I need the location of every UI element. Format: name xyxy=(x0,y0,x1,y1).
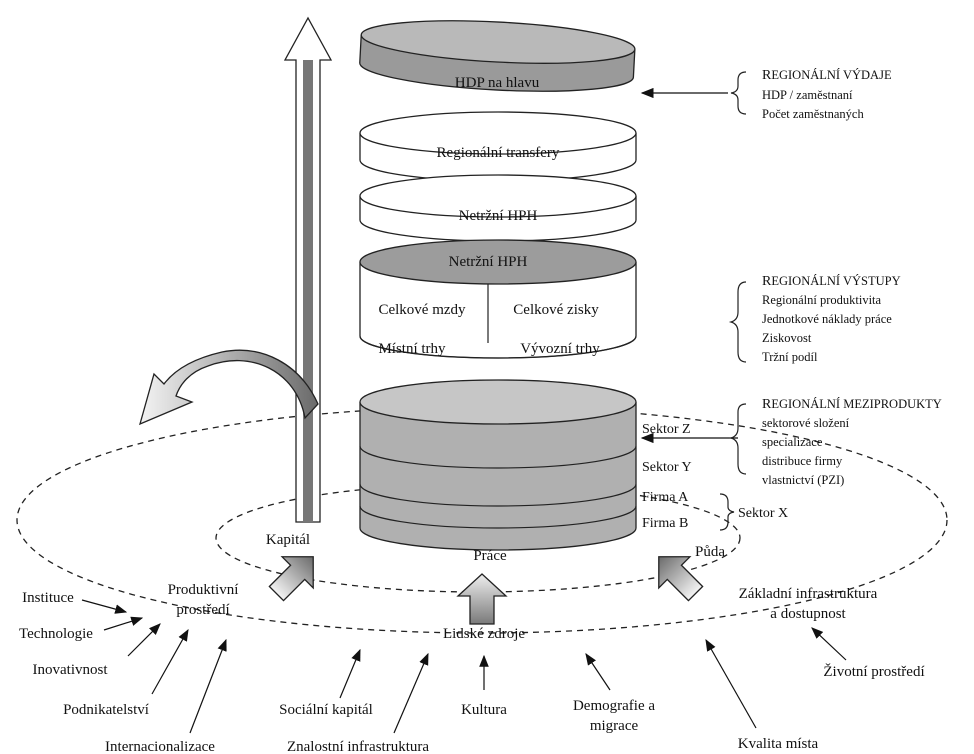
drum-vyvozni-trhy: Vývozní trhy xyxy=(520,341,600,357)
meziprodukty-item: distribuce firmy xyxy=(762,454,843,468)
produktivni-prostredi-label: Produktivní xyxy=(168,582,239,598)
znalostni-infrastruktura-label: Znalostní infrastruktura xyxy=(287,739,429,754)
sector-z-label: Sektor Z xyxy=(642,422,691,437)
znalostni-infrastruktura-arrow xyxy=(393,652,429,734)
kultura-label: Kultura xyxy=(461,702,507,718)
inovativnost-arrow xyxy=(127,623,161,657)
prace-label: Práce xyxy=(473,548,507,564)
sector-y-label: Sektor Y xyxy=(642,460,692,475)
demografie-label: Demografie a xyxy=(573,698,655,714)
prace-input-arrow xyxy=(456,573,508,625)
drum-regional-outputs xyxy=(359,239,637,359)
disc-hdp-na-hlavu xyxy=(359,20,636,92)
vystupy-item: Regionální produktivita xyxy=(762,293,882,307)
vystupy-brace xyxy=(728,281,747,363)
kvalita-mista-arrow xyxy=(705,638,757,729)
podnikatelstvi-arrow xyxy=(151,628,189,695)
vydaje-item: HDP / zaměstnaní xyxy=(762,88,853,102)
outer-dashed-ellipse xyxy=(16,406,948,634)
vystupy-item: Tržní podíl xyxy=(762,350,818,364)
demografie-arrow xyxy=(585,653,611,691)
podnikatelstvi-label: Podnikatelství xyxy=(63,702,149,718)
socialni-kapital-arrow xyxy=(339,648,361,699)
kapital-input-arrow xyxy=(268,556,314,602)
socialni-kapital-label: Sociální kapitál xyxy=(279,702,373,718)
disc-transfery-label: Regionální transfery xyxy=(437,145,560,161)
drum-celkove-zisky: Celkové zisky xyxy=(513,302,599,318)
vystupy-item: Jednotkové náklady práce xyxy=(762,312,892,326)
vydaje-item: Počet zaměstnaných xyxy=(762,107,864,121)
vertical-growth-arrow xyxy=(283,16,333,523)
sector-x-brace xyxy=(719,493,735,531)
sector-x-label: Sektor X xyxy=(738,506,788,521)
disc-netrzni-label: Netržní HPH xyxy=(459,208,538,224)
drum-mistni-trhy: Místní trhy xyxy=(378,341,446,357)
meziprodukty-item: sektorové složení xyxy=(762,416,850,430)
technologie-label: Technologie xyxy=(19,626,93,642)
drum-title: Netržní HPH xyxy=(449,254,528,270)
firm-b-label: Firma B xyxy=(642,516,688,531)
demografie-label-2: migrace xyxy=(590,718,639,734)
internacionalizace-arrow xyxy=(189,638,227,734)
internacionalizace-label: Internacionalizace xyxy=(105,739,215,754)
vydaje-brace xyxy=(730,71,747,115)
drum-celkove-mzdy: Celkové mzdy xyxy=(378,302,466,318)
kapital-label: Kapitál xyxy=(266,532,310,548)
puda-label: Půda xyxy=(695,544,725,560)
zivotni-prostredi-label: Životní prostředí xyxy=(823,663,924,680)
meziprodukty-item: vlastnictví (PZI) xyxy=(762,473,844,487)
firm-a-label: Firma A xyxy=(642,490,689,505)
feedback-curved-arrow xyxy=(139,349,319,426)
instituce-arrow xyxy=(81,599,128,614)
vydaje-title: REGIONÁLNÍ VÝDAJE xyxy=(762,68,892,83)
kvalita-mista-label: Kvalita místa xyxy=(738,736,819,752)
instituce-label: Instituce xyxy=(22,590,74,606)
lidske-zdroje-label: Lidské zdroje xyxy=(443,626,525,642)
vystupy-item: Ziskovost xyxy=(762,331,812,345)
sector-cylinder xyxy=(359,379,637,551)
disc-regionalni-transfery xyxy=(359,111,637,182)
zakladni-infrastruktura-label: Základní infrastruktura xyxy=(739,586,878,602)
inovativnost-label: Inovativnost xyxy=(33,662,109,678)
technologie-arrow xyxy=(103,616,144,631)
zakladni-infrastruktura-label-2: a dostupnost xyxy=(770,606,846,622)
meziprodukty-brace xyxy=(728,403,747,475)
disc-netrzni-hph xyxy=(359,174,637,242)
puda-input-arrow xyxy=(658,556,704,602)
produktivni-prostredi-label-2: prostředí xyxy=(176,602,229,618)
meziprodukty-title: REGIONÁLNÍ MEZIPRODUKTY xyxy=(762,397,942,412)
disc-hdp-label: HDP na hlavu xyxy=(455,75,540,91)
vystupy-title: REGIONÁLNÍ VÝSTUPY xyxy=(762,274,901,289)
meziprodukty-item: specializace xyxy=(762,435,823,449)
zivotni-prostredi-arrow xyxy=(811,627,847,661)
